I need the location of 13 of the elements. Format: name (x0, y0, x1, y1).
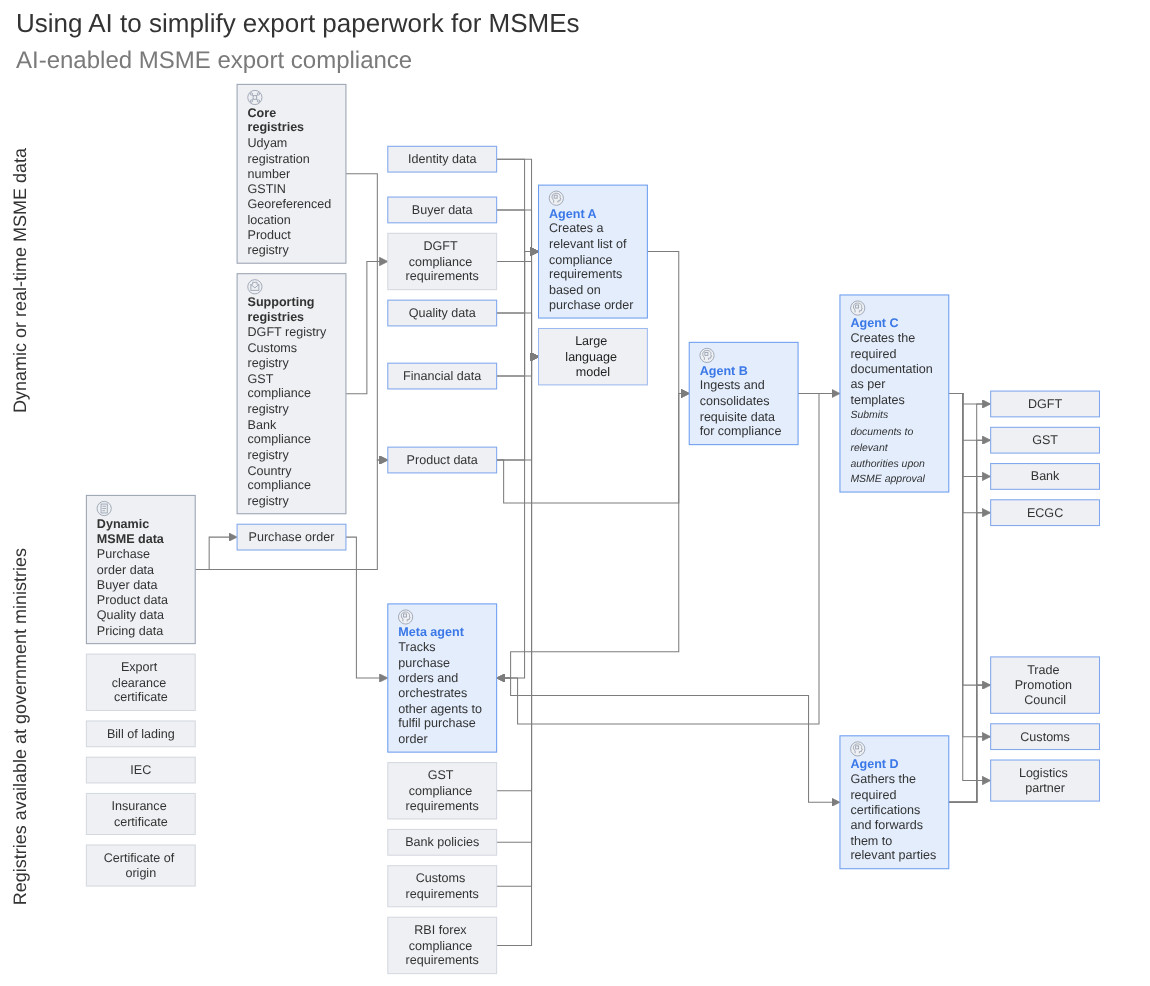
connector (947, 684, 991, 803)
group-label: Registries available at government ministries (10, 548, 30, 907)
title: Using AI to simplify export paperwork for MSMEs (16, 8, 580, 40)
arrow (796, 388, 840, 399)
subtitle: AI-enabled MSME export compliance (16, 46, 413, 76)
arrow (344, 536, 388, 683)
connector (947, 780, 991, 803)
arrow (645, 251, 689, 399)
arrow (495, 246, 538, 683)
connector (947, 736, 991, 803)
group-label: Dynamic or real-time MSME data (10, 147, 30, 414)
arrow (344, 256, 388, 395)
arrow (344, 173, 388, 465)
